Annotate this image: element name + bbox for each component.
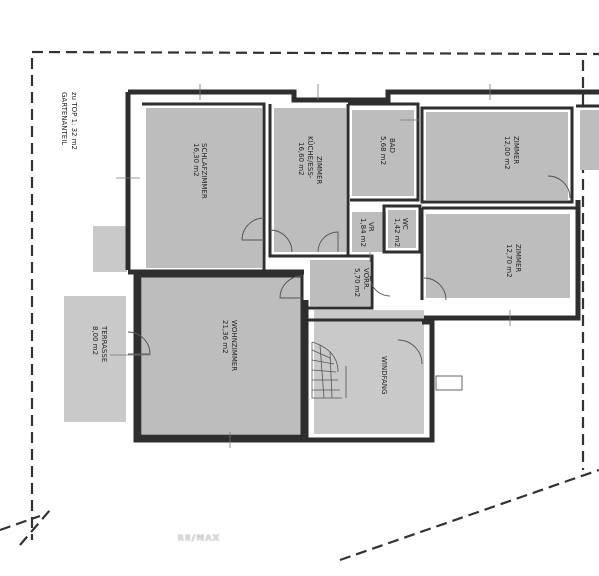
garden-strip — [93, 226, 127, 272]
garden-label-line1: GARTENANTEIL — [60, 92, 68, 145]
garden-label: GARTENANTEIL zu TOP 1: 32 m2 — [60, 92, 78, 150]
room-name: ZIMMER — [512, 136, 520, 164]
room-area: 8,00 m2 — [91, 326, 99, 355]
garden-label-line2: zu TOP 1: 32 m2 — [70, 92, 78, 150]
room-name: SCHLAFZIMMER — [200, 143, 208, 199]
room-area: 5,70 m2 — [353, 268, 361, 297]
room-name: BAD — [388, 138, 396, 153]
room-area: 16,30 m2 — [192, 143, 200, 177]
staircase — [311, 341, 347, 399]
room-wohnzimmer: WOHNZIMMER 21,36 m2 — [221, 320, 238, 371]
property-boundary — [0, 50, 599, 562]
room-area: 1,84 m2 — [359, 218, 367, 247]
room-zimmer2: ZIMMER 12,70 m2 — [505, 244, 522, 278]
room-name: WOHNZIMMER — [230, 320, 238, 371]
room-area: 5,68 m2 — [379, 136, 387, 165]
room-area: 12,00 m2 — [503, 136, 511, 170]
room-area: 16,60 m2 — [297, 142, 305, 176]
room-schlafzimmer: SCHLAFZIMMER 16,30 m2 — [192, 143, 208, 199]
room-name: ZIMMER — [514, 244, 522, 272]
room-terrasse: TERRASSE 8,00 m2 — [91, 325, 108, 362]
room-zimmer1: ZIMMER 12,00 m2 — [503, 136, 520, 170]
room-windfang: WINDFANG — [380, 356, 388, 394]
room-name: KÜCHE/ESS- — [306, 136, 315, 179]
remax-watermark: RE/MAX — [178, 534, 221, 542]
room-name: VR — [367, 222, 375, 232]
room-vorr: VORR. 5,70 m2 — [353, 268, 370, 297]
room-name: WINDFANG — [380, 356, 388, 394]
door-swings — [127, 175, 571, 391]
room-area: 21,36 m2 — [221, 320, 229, 354]
terrasse-area — [64, 296, 126, 422]
room-bad: BAD 5,68 m2 — [379, 136, 396, 165]
room-area: 1,42 m2 — [393, 218, 401, 247]
room-name: TERRASSE — [100, 325, 108, 362]
room-vr: VR 1,84 m2 — [359, 218, 375, 247]
room-name: VORR. — [362, 268, 370, 290]
window-marks — [110, 84, 511, 448]
room-name: WC — [401, 218, 409, 230]
room-wc: WC 1,42 m2 — [393, 218, 409, 247]
walls — [125, 89, 599, 443]
room-kueche: KÜCHE/ESS- ZIMMER 16,60 m2 — [297, 136, 323, 184]
room-area: 12,70 m2 — [505, 244, 513, 278]
room-fills — [142, 108, 599, 434]
room-name-2: ZIMMER — [315, 156, 323, 184]
